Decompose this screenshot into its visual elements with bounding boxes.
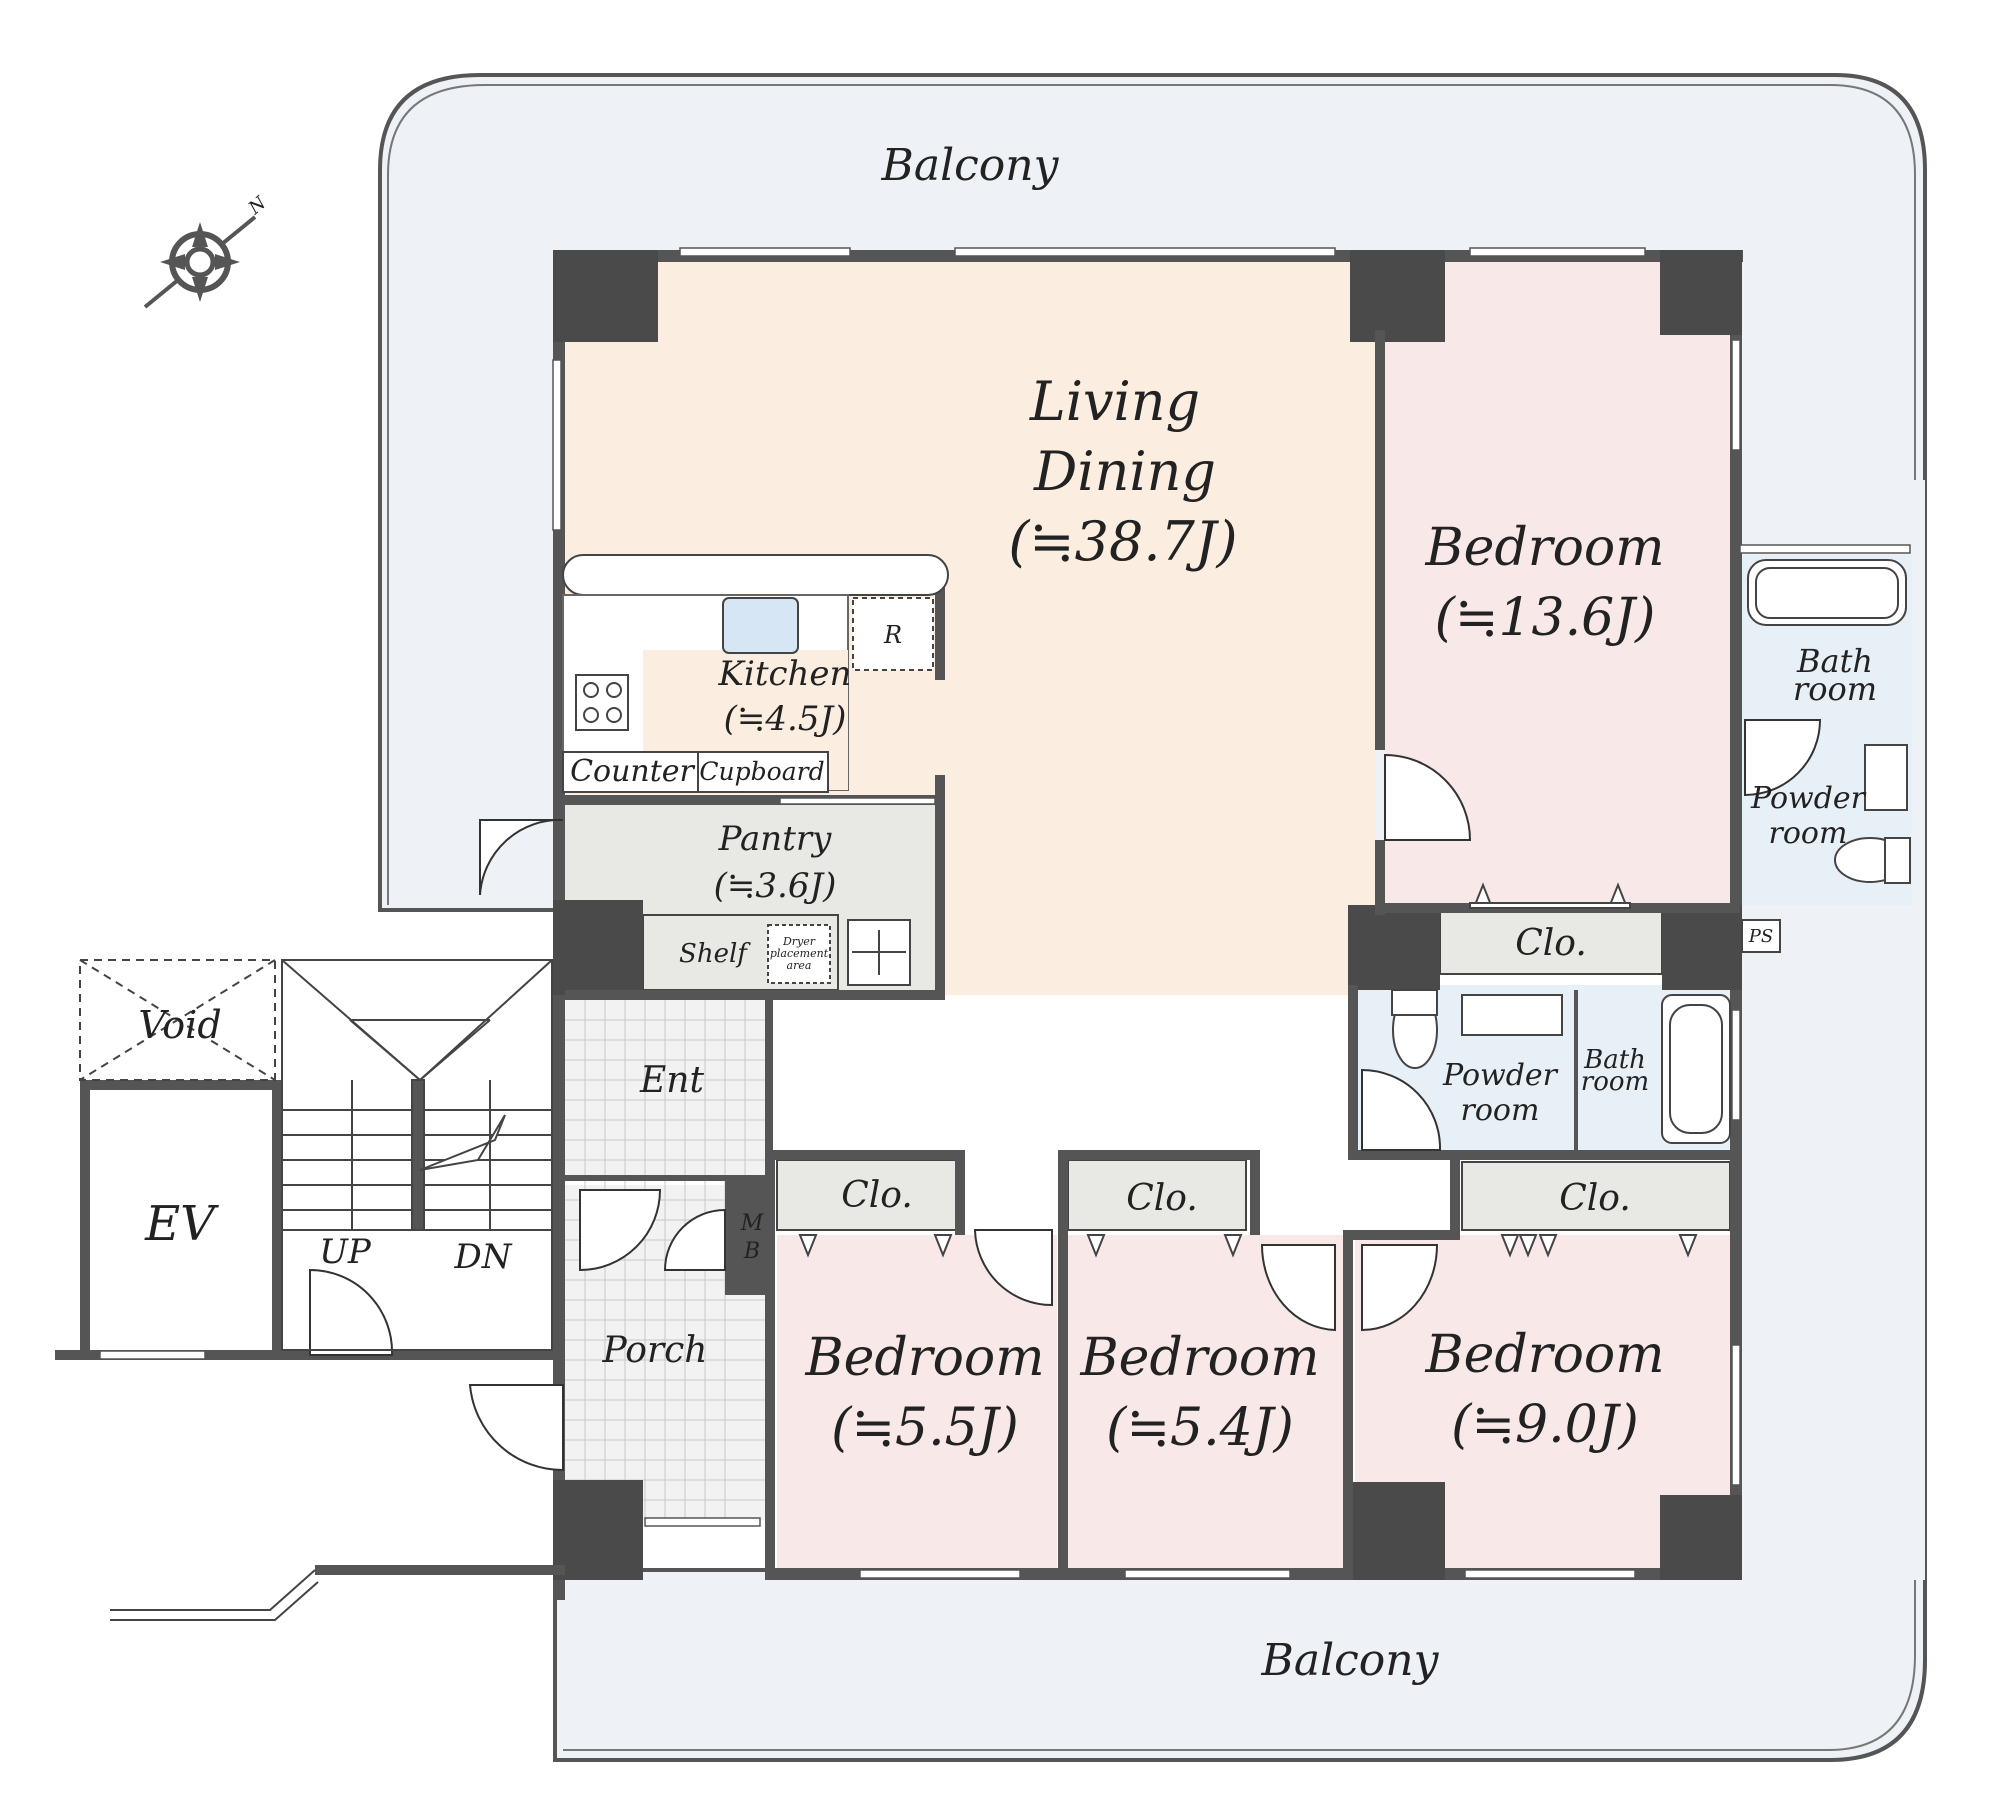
living-label-2: Dining [1033, 440, 1216, 503]
counter-label: Counter [570, 754, 695, 789]
closet-b [1067, 1159, 1247, 1231]
sink-icon [722, 597, 799, 654]
compass-north-label: N [244, 192, 271, 220]
doors [309, 719, 1822, 1472]
dn-label: DN [453, 1237, 512, 1277]
bedroom-b-area: (≒5.4J) [1106, 1398, 1294, 1458]
bedroom-c-area: (≒9.0J) [1451, 1395, 1639, 1455]
powder-mid-label-2: room [1461, 1093, 1540, 1128]
bath-top-label-2: room [1793, 670, 1877, 708]
bedroom-b-label: Bedroom [1079, 1328, 1319, 1388]
counter-top [562, 554, 949, 596]
cupboard-box [697, 751, 829, 793]
mb-label-2: B [743, 1239, 760, 1264]
bath-mid-label-2: room [1581, 1067, 1649, 1097]
closet-door-markers [798, 882, 1698, 1258]
clo-center-label: Clo. [1515, 923, 1587, 964]
living-label-1: Living [1029, 370, 1200, 433]
balcony-top-label: Balcony [881, 140, 1060, 191]
powder-mid-label-1: Powder [1442, 1058, 1559, 1093]
dryer-label-1: Dryer [782, 935, 816, 948]
void-area [79, 959, 276, 1081]
closet-center [1439, 911, 1663, 975]
vanity-mid-icon [1461, 994, 1563, 1036]
void-label: Void [138, 1003, 221, 1047]
mb-label-1: M [740, 1211, 764, 1236]
ent-label: Ent [639, 1060, 704, 1101]
ev-label: EV [144, 1196, 219, 1252]
bath-mid-label-1: Bath [1583, 1045, 1646, 1075]
labels: Balcony Balcony Living Dining (≒38.7J) B… [138, 140, 1877, 1686]
bedroom-c-label: Bedroom [1424, 1325, 1664, 1385]
bedroom-main-label: Bedroom [1424, 518, 1664, 578]
pantry-area: (≒3.6J) [714, 866, 837, 906]
pantry-label: Pantry [718, 819, 832, 859]
bedroom-a-label: Bedroom [804, 1328, 1044, 1388]
clo-c-label: Clo. [1559, 1178, 1631, 1219]
up-label: UP [319, 1232, 372, 1272]
counter-box [562, 751, 699, 793]
fixtures [562, 554, 1911, 1144]
dryer-label-2: placement [770, 947, 829, 960]
cupboard-label: Cupboard [699, 757, 824, 786]
powder-top-label-1: Powder [1750, 781, 1867, 816]
shelf-label: Shelf [679, 939, 751, 969]
fridge-icon [852, 597, 934, 671]
ps-label: PS [1748, 926, 1773, 947]
fridge-label: R [883, 621, 902, 649]
closet-a [776, 1159, 958, 1231]
clo-a-label: Clo. [841, 1175, 913, 1216]
bedroom-a-area: (≒5.5J) [831, 1398, 1019, 1458]
porch-label: Porch [602, 1330, 708, 1371]
staircase [281, 959, 553, 1351]
vanity-top-icon [1864, 744, 1908, 811]
stove-icon [575, 674, 629, 731]
compass-rose-icon [143, 215, 257, 309]
living-area: (≒38.7J) [1008, 510, 1237, 573]
ps-box [1741, 919, 1781, 953]
kitchen-area: (≒4.5J) [724, 699, 847, 739]
dryer-label-3: area [787, 959, 812, 972]
windows [99, 247, 1911, 1579]
kitchen-label: Kitchen [718, 654, 852, 694]
bedroom-main-area: (≒13.6J) [1435, 588, 1656, 648]
closet-c [1461, 1161, 1731, 1231]
balcony-bottom-label: Balcony [1261, 1635, 1440, 1686]
entrance-floor [565, 1000, 770, 1180]
bath-top-label-1: Bath [1796, 642, 1873, 680]
powder-top-label-2: room [1769, 816, 1848, 851]
dryer-placement-icon [767, 924, 831, 984]
clo-b-label: Clo. [1126, 1178, 1198, 1219]
